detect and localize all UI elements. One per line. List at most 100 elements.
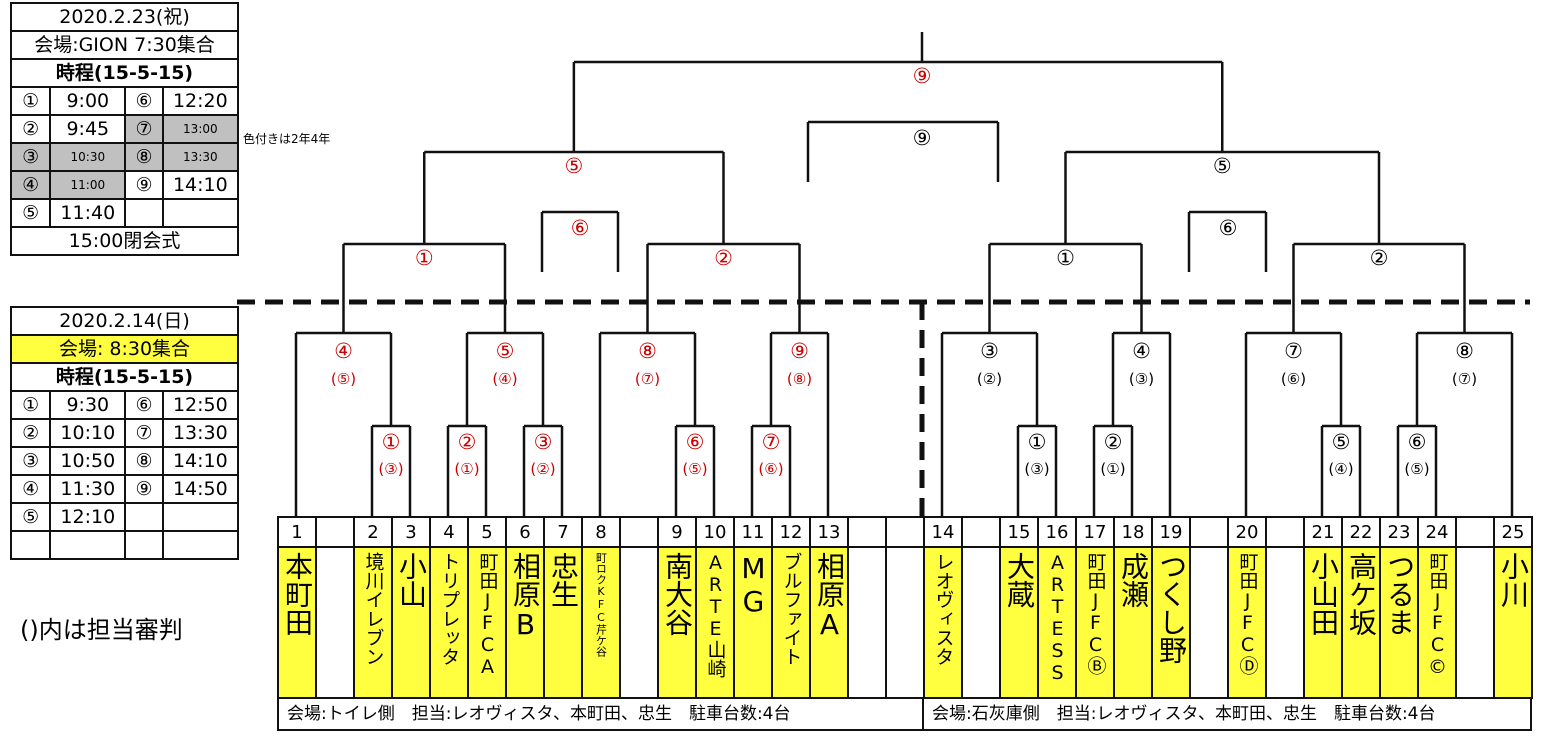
team-number — [847, 516, 887, 548]
match-number-cell: ⑧ — [124, 446, 164, 476]
start-time-cell: 11:00 — [49, 170, 127, 200]
match-label: ② — [1369, 246, 1389, 270]
referee-label: (⑤) — [1404, 460, 1430, 478]
team-name: 忠生 — [547, 552, 580, 608]
date-heading: 2020.2.14(日) — [10, 306, 239, 336]
start-time-cell: 14:10 — [161, 446, 240, 476]
match-number-cell: ⑤ — [9, 198, 52, 228]
team-name-cell: 大蔵 — [999, 546, 1039, 699]
match-number-cell: ⑥ — [124, 86, 164, 116]
match-number-cell: ⑨ — [124, 474, 164, 504]
team-name: 成瀬 — [1117, 552, 1150, 608]
match-label: ② — [714, 246, 733, 270]
match-label: ⑥ — [685, 430, 705, 454]
start-time-cell — [161, 530, 240, 560]
start-time-cell — [161, 502, 240, 532]
team-name-cell: 町ロクKFC芹ケ谷 — [581, 546, 621, 699]
start-time-cell: 12:20 — [161, 86, 240, 116]
team-number: 15 — [999, 516, 1039, 548]
team-name: 小山 — [395, 552, 428, 608]
match-number-cell — [9, 530, 52, 560]
team-number: 12 — [771, 516, 811, 548]
team-name-cell: ARTESS — [1037, 546, 1077, 699]
match-number-cell: ④ — [9, 170, 52, 200]
team-name: つるま — [1383, 552, 1416, 636]
match-label: ⑦ — [761, 430, 781, 454]
referee-label: (③) — [1128, 370, 1155, 388]
team-name: 町田JFCⒹ — [1236, 552, 1259, 675]
match-number-cell: ③ — [9, 446, 52, 476]
team-name-cell: 高ケ坂 — [1341, 546, 1381, 699]
match-label: ⑧ — [1455, 339, 1474, 363]
match-label: ④ — [1132, 339, 1151, 363]
match-label: ⑥ — [1407, 430, 1427, 454]
team-number: 25 — [1493, 516, 1533, 548]
match-label: ⑤ — [564, 154, 584, 178]
team-number: 24 — [1417, 516, 1457, 548]
team-name-cell: 町田JFCⒷ — [1075, 546, 1115, 699]
match-number-cell: ① — [9, 390, 52, 420]
team-name: MG — [737, 552, 770, 618]
team-name: 小川 — [1497, 552, 1530, 608]
team-name: 町田JFCⒷ — [1084, 552, 1107, 675]
team-name-cell — [315, 546, 355, 699]
match-label: ② — [457, 430, 477, 454]
match-number-cell: ② — [9, 418, 52, 448]
team-number: 20 — [1227, 516, 1267, 548]
team-name: ARTESS — [1046, 552, 1069, 684]
team-name-cell — [847, 546, 887, 699]
match-label: ⑧ — [638, 339, 657, 363]
date-heading: 2020.2.23(祝) — [10, 2, 239, 32]
match-label: ① — [381, 430, 401, 454]
team-number — [315, 516, 355, 548]
team-name: 南大谷 — [661, 552, 694, 636]
timing-heading: 時程(15-5-15) — [10, 58, 239, 88]
team-name-cell: 本町田 — [277, 546, 317, 699]
team-name-cell: 相原B — [505, 546, 545, 699]
referee-label: (⑥) — [1280, 370, 1307, 388]
team-number: 7 — [543, 516, 583, 548]
start-time-cell: 13:30 — [161, 418, 240, 448]
team-number: 17 — [1075, 516, 1115, 548]
referee-label: (①) — [454, 460, 480, 478]
team-number — [1189, 516, 1229, 548]
match-number-cell — [124, 198, 164, 228]
match-number-cell — [124, 530, 164, 560]
team-number: 2 — [353, 516, 393, 548]
referee-label: (②) — [976, 370, 1003, 388]
team-name-cell: 境川イレブン — [353, 546, 393, 699]
match-label: ⑤ — [495, 339, 515, 363]
team-name-cell: 小川 — [1493, 546, 1533, 699]
team-name-cell — [885, 546, 925, 699]
match-label: ⑤ — [1331, 430, 1351, 454]
start-time-cell: 13:30 — [161, 142, 240, 172]
referee-label: (⑤) — [682, 460, 708, 478]
venue-info: 会場: 8:30集合 — [10, 334, 239, 364]
team-name-cell — [961, 546, 1001, 699]
team-name-cell: 小山田 — [1303, 546, 1343, 699]
footer-right-venue: 会場:石灰庫側 担当:レオヴィスタ、本町田、忠生 駐車台数:4台 — [922, 697, 1532, 731]
start-time-cell: 9:45 — [49, 114, 127, 144]
match-number-cell: ⑧ — [124, 142, 164, 172]
team-name: 町田JFCA — [476, 552, 499, 678]
start-time-cell: 11:30 — [49, 474, 127, 504]
team-name: レオヴィスタ — [932, 552, 955, 666]
start-time-cell: 9:30 — [49, 390, 127, 420]
match-number-cell: ⑦ — [124, 114, 164, 144]
referee-label: (③) — [378, 460, 404, 478]
match-number-cell: ③ — [9, 142, 52, 172]
team-number: 5 — [467, 516, 507, 548]
team-name: 町田JFC© — [1426, 552, 1449, 678]
team-name-cell: 南大谷 — [657, 546, 697, 699]
match-number-cell: ⑥ — [124, 390, 164, 420]
team-name-cell: 成瀬 — [1113, 546, 1153, 699]
match-label: ③ — [533, 430, 553, 454]
team-name-cell: 小山 — [391, 546, 431, 699]
team-name-cell: ARTE山崎 — [695, 546, 735, 699]
match-label: ② — [1103, 430, 1123, 454]
start-time-cell: 12:10 — [49, 502, 127, 532]
team-number: 22 — [1341, 516, 1381, 548]
team-number: 3 — [391, 516, 431, 548]
match-number-cell: ① — [9, 86, 52, 116]
